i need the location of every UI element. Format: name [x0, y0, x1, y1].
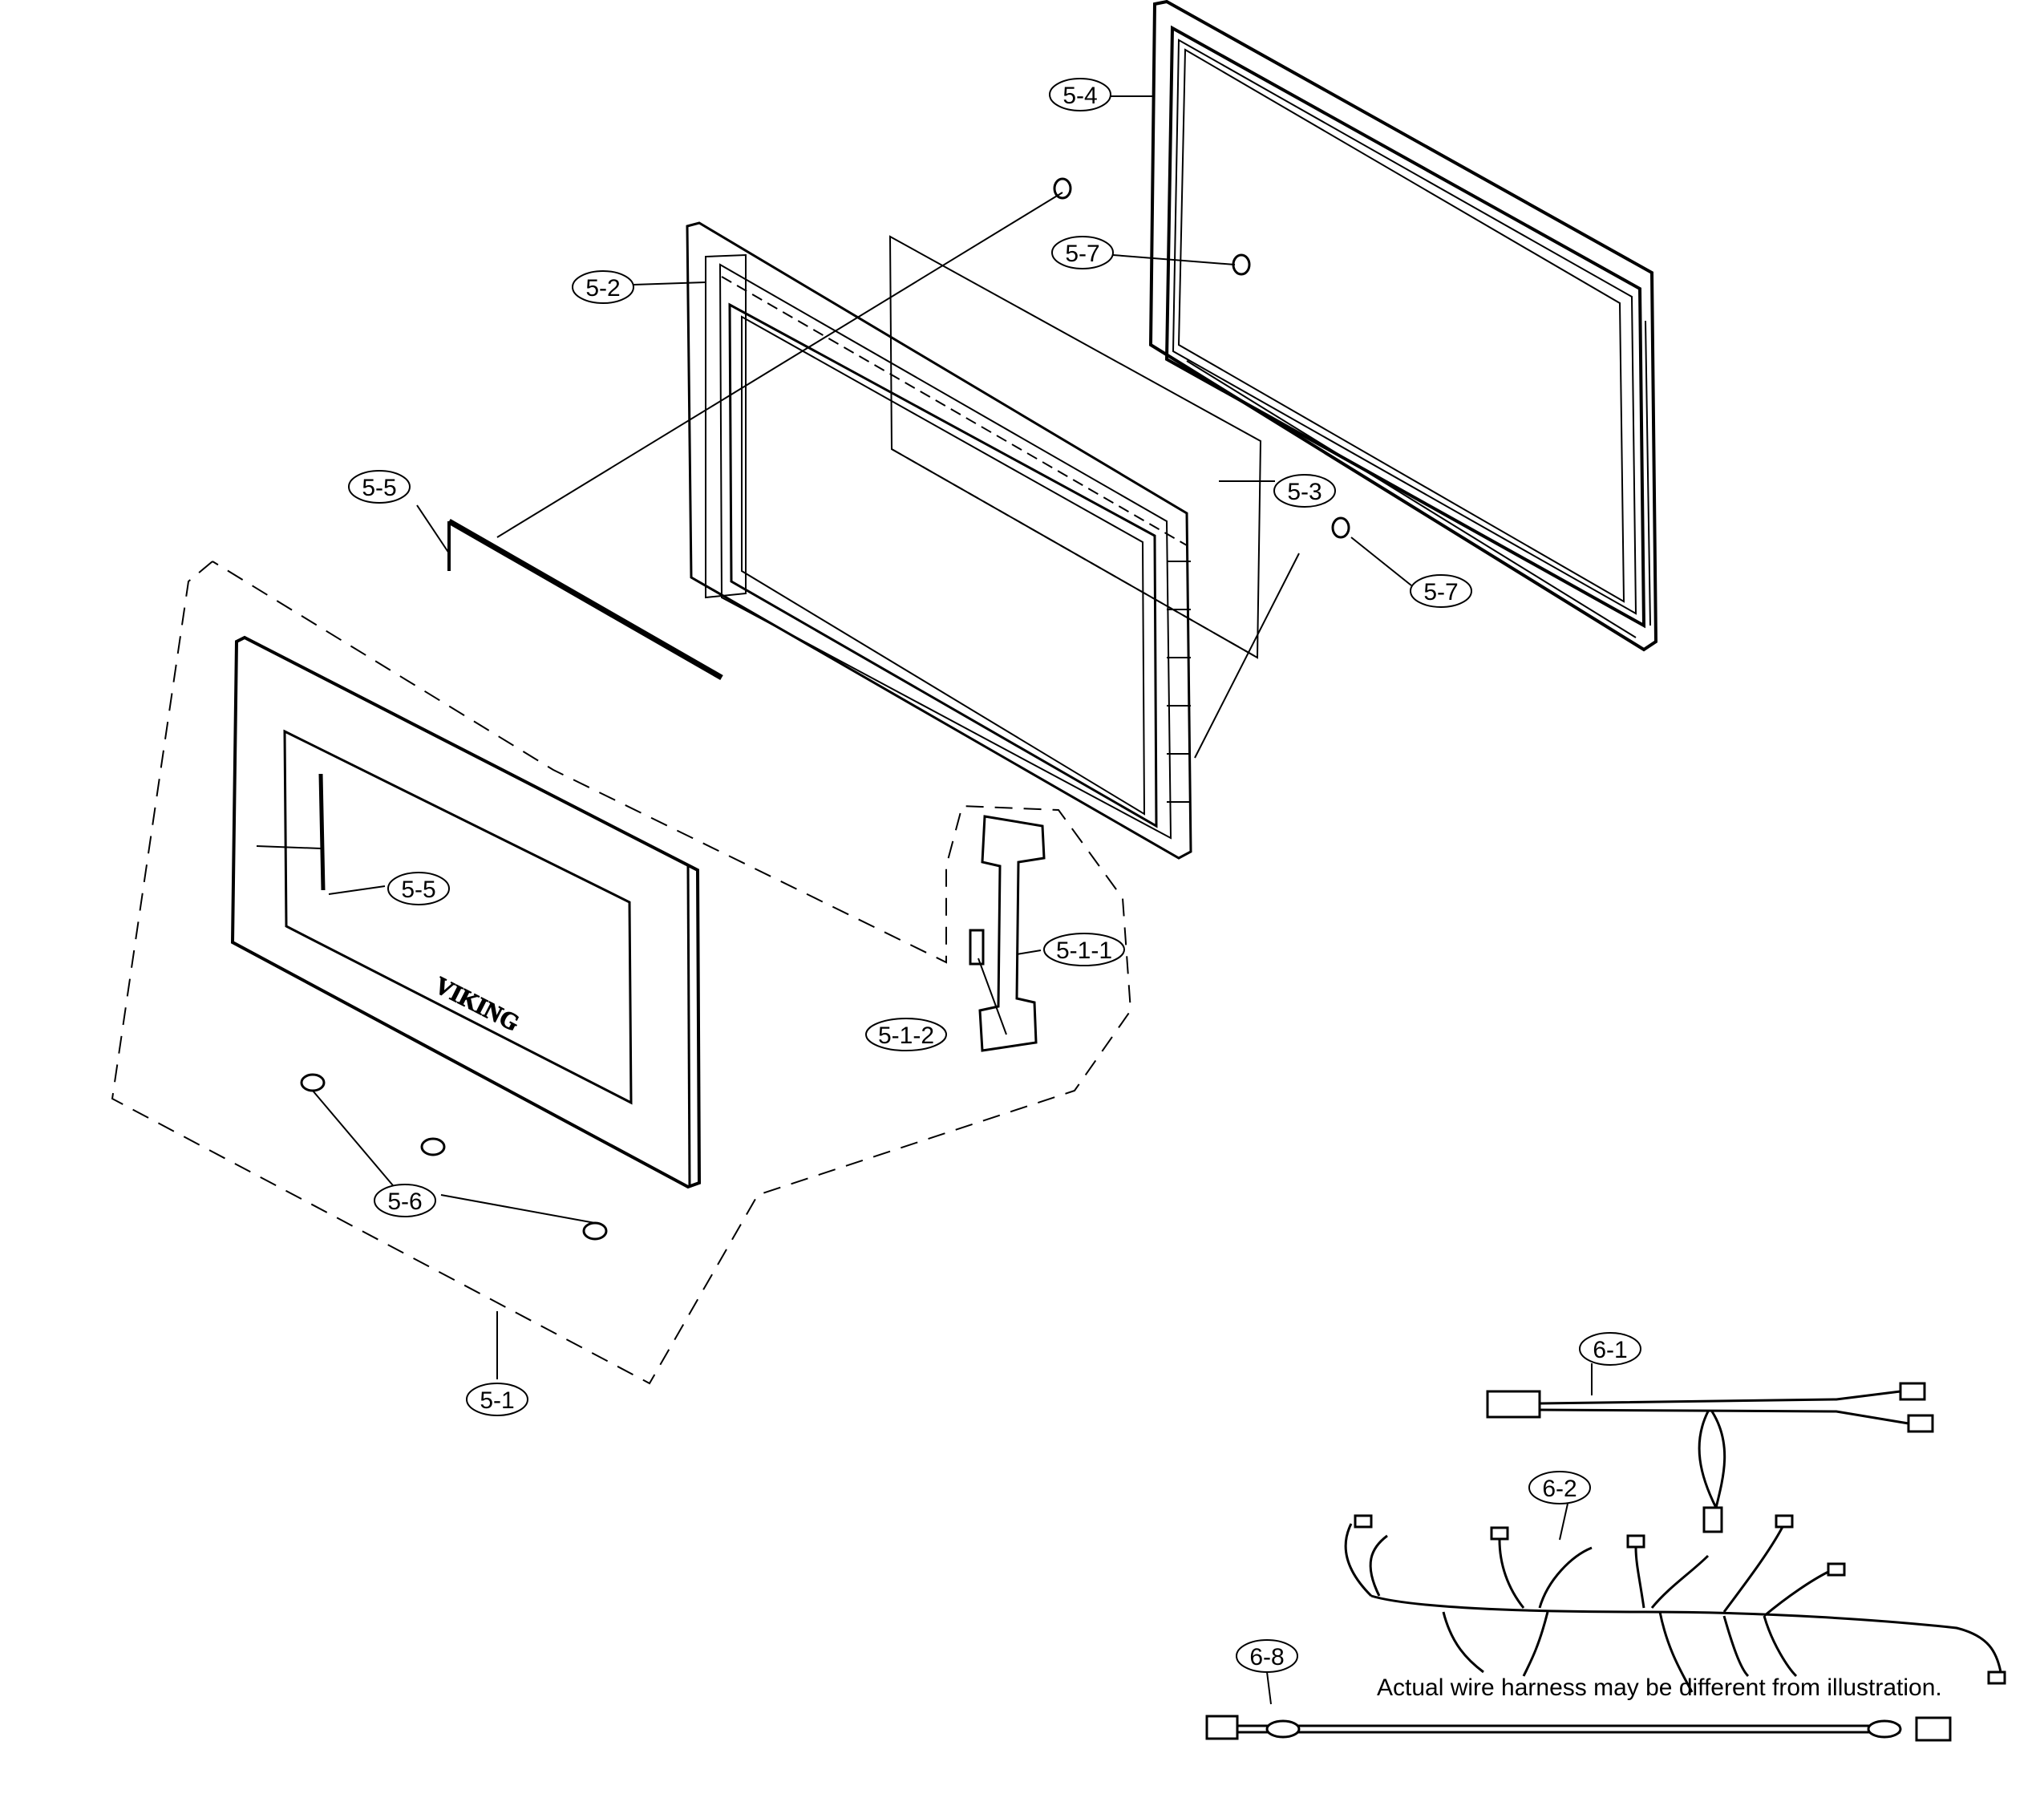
callout-6-2: 6-2 [1528, 1471, 1591, 1504]
callout-5-1-label: 5-1 [480, 1387, 514, 1414]
callout-5-4-label: 5-4 [1062, 83, 1097, 109]
brand-logo: VIKING [431, 972, 524, 1037]
callout-6-8-label: 6-8 [1249, 1644, 1284, 1670]
screw-5-6-right [582, 1221, 608, 1241]
wire-6-8 [1205, 1715, 1952, 1742]
wire-harness-6-1 [1486, 1382, 1934, 1533]
callout-5-1-1: 5-1-1 [1043, 933, 1125, 966]
callouts: 5-4 5-2 5-7 5-3 5-7 5-5 5-5 5-1-1 [348, 78, 1641, 1673]
callout-5-7-top: 5-7 [1051, 236, 1114, 269]
callout-5-1-2: 5-1-2 [865, 1018, 947, 1051]
assembly-outline-5-1 [111, 561, 1132, 1385]
callout-5-3-label: 5-3 [1287, 479, 1322, 505]
callout-5-3: 5-3 [1273, 474, 1336, 508]
screw-5-6-mid [420, 1137, 446, 1156]
callout-5-5-door: 5-5 [387, 872, 450, 905]
rear-door-frame [1148, 0, 1658, 652]
screw-5-7-right [1331, 516, 1350, 539]
callout-5-5-top-label: 5-5 [362, 475, 396, 501]
callout-5-7-right: 5-7 [1410, 574, 1472, 608]
screw-5-7-top-a [1053, 177, 1072, 200]
callout-5-5-top: 5-5 [348, 470, 411, 504]
callout-5-2-label: 5-2 [585, 275, 620, 302]
door-glass-panel [888, 235, 1262, 659]
callout-5-6-label: 5-6 [387, 1188, 422, 1215]
door-choke-frame [686, 221, 1192, 860]
callout-6-8: 6-8 [1236, 1639, 1298, 1673]
callout-5-1-2-label: 5-1-2 [878, 1022, 934, 1049]
leader-lines [256, 95, 1593, 1705]
outer-door: VIKING [230, 635, 702, 1189]
callout-5-7-top-label: 5-7 [1065, 241, 1099, 267]
callout-5-7-right-label: 5-7 [1423, 579, 1458, 605]
callout-6-1-label: 6-1 [1593, 1337, 1627, 1363]
callout-6-1: 6-1 [1579, 1332, 1641, 1366]
choke-strip-top [447, 518, 723, 681]
callout-5-5-door-label: 5-5 [401, 877, 435, 903]
callout-5-2: 5-2 [572, 270, 634, 304]
callout-5-6: 5-6 [374, 1184, 436, 1217]
screw-5-6-left [300, 1073, 326, 1092]
callout-5-1: 5-1 [466, 1383, 528, 1416]
wire-harness-6-2 [1344, 1514, 2006, 1693]
callout-5-1-1-label: 5-1-1 [1056, 937, 1112, 964]
screw-5-7-top-b [1232, 253, 1251, 276]
door-latch [969, 815, 1046, 1052]
harness-note: Actual wire harness may be different fro… [1377, 1674, 1942, 1701]
callout-6-2-label: 6-2 [1542, 1476, 1577, 1502]
callout-5-4: 5-4 [1049, 78, 1111, 111]
